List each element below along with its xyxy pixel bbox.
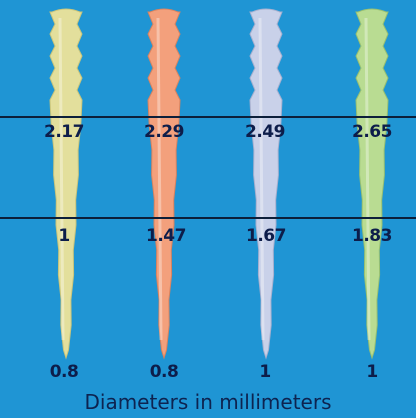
post-4-highlight bbox=[364, 17, 371, 341]
post-3-body bbox=[249, 8, 283, 360]
post-4-middle-diameter: 1.83 bbox=[352, 226, 392, 246]
post-4-upper-diameter: 2.65 bbox=[352, 122, 392, 142]
post-2 bbox=[147, 8, 181, 360]
post-2-upper-diameter: 2.29 bbox=[144, 122, 184, 142]
post-1-tip-diameter: 0.8 bbox=[49, 362, 79, 382]
post-1-middle-diameter: 1 bbox=[58, 226, 70, 246]
post-2-highlight bbox=[156, 17, 163, 341]
post-2-middle-diameter: 1.47 bbox=[146, 226, 186, 246]
post-3-tip-diameter: 1 bbox=[259, 362, 271, 382]
post-3-middle-diameter: 1.67 bbox=[246, 226, 286, 246]
post-1 bbox=[49, 8, 83, 360]
caption: Diameters in millimeters bbox=[84, 390, 332, 414]
post-1-highlight bbox=[58, 17, 65, 341]
middle-measure-line bbox=[0, 217, 416, 219]
post-3 bbox=[249, 8, 283, 360]
post-2-tip-diameter: 0.8 bbox=[149, 362, 179, 382]
post-3-highlight bbox=[258, 17, 265, 341]
post-4-body bbox=[355, 8, 389, 360]
upper-measure-line bbox=[0, 116, 416, 118]
post-2-body bbox=[147, 8, 181, 360]
post-3-upper-diameter: 2.49 bbox=[245, 122, 285, 142]
post-4 bbox=[355, 8, 389, 360]
post-4-tip-diameter: 1 bbox=[366, 362, 378, 382]
post-1-upper-diameter: 2.17 bbox=[44, 122, 84, 142]
post-1-body bbox=[49, 8, 83, 360]
